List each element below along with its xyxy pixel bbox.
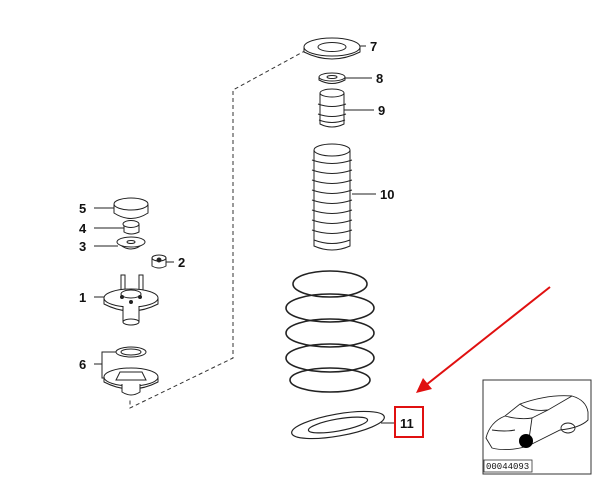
- part-3-washer: [116, 236, 146, 250]
- part-5-cap: [113, 197, 149, 219]
- callout-7: 7: [370, 39, 377, 54]
- callout-11: 11: [400, 416, 414, 431]
- callout-2: 2: [178, 255, 185, 270]
- callout-6: 6: [79, 357, 86, 372]
- callout-8: 8: [376, 71, 383, 86]
- highlight-arrow-head: [416, 378, 432, 393]
- right-leader-lines: [344, 45, 396, 424]
- part-9-bump-stop: [317, 88, 347, 128]
- part-2-hex-nut: [151, 254, 167, 269]
- callout-9: 9: [378, 103, 385, 118]
- highlight-arrow-shaft: [425, 286, 551, 386]
- wheel-highlight-marker: [519, 434, 533, 448]
- part-6-seal-ring: [115, 346, 147, 358]
- part-1-strut-mount: [103, 274, 159, 326]
- car-thumbnail: 00044093: [482, 379, 592, 475]
- highlight-box: [394, 406, 424, 438]
- part-6-support-plate: [103, 367, 159, 396]
- callout-3: 3: [79, 239, 86, 254]
- left-leader-lines: [94, 207, 174, 379]
- reference-number: 00044093: [486, 462, 529, 472]
- callout-1: 1: [79, 290, 86, 305]
- part-10-dust-boot: [311, 143, 353, 251]
- callout-5: 5: [79, 201, 86, 216]
- part-7-upper-mount: [303, 37, 361, 60]
- part-4-nut: [122, 220, 140, 235]
- assembly-guide-line: [129, 46, 313, 409]
- callout-4: 4: [79, 221, 87, 236]
- coil-spring: [285, 270, 375, 393]
- part-8-washer: [318, 72, 346, 84]
- callout-10: 10: [380, 187, 394, 202]
- car-outline: [485, 395, 589, 451]
- part-11-spring-pad: [291, 410, 385, 440]
